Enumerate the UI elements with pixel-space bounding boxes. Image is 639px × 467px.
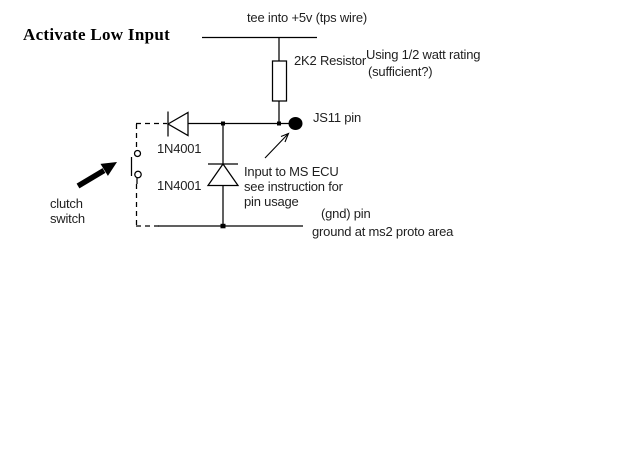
clutch-label-line2: switch [50,211,85,226]
watt-note-line1: Using 1/2 watt rating [366,47,481,62]
junction-dot-resistor [277,121,281,126]
diode2-triangle [206,162,240,187]
ecu-note-line3: pin usage [244,194,299,209]
page-title: Activate Low Input [23,25,171,44]
ecu-note-line2: see instruction for [244,179,343,194]
gnd-pin-label: (gnd) pin [321,206,371,221]
js11-pin-dot [288,117,303,130]
watt-note-line2: (sufficient?) [368,64,433,79]
switch-contact-bottom [134,170,142,179]
resistor-value-label: 2K2 Resistor [294,53,367,68]
gnd-area-label: ground at ms2 proto area [312,224,454,239]
switch-contact-top [133,149,142,158]
js11-callout-arrow-head [280,132,290,143]
js11-callout-arrow-shaft [264,133,289,159]
ecu-note-line1: Input to MS ECU [244,164,339,179]
resistor-body [271,60,288,102]
clutch-label-line1: clutch [50,196,83,211]
diode2-label: 1N4001 [157,178,202,193]
diode1-triangle [166,111,189,137]
clutch-arrow-head [100,162,117,176]
js11-pin-label: JS11 pin [313,110,362,125]
diode1-label: 1N4001 [157,141,202,156]
clutch-arrow-shaft [76,168,106,189]
tee-5v-label: tee into +5v (tps wire) [247,10,368,25]
